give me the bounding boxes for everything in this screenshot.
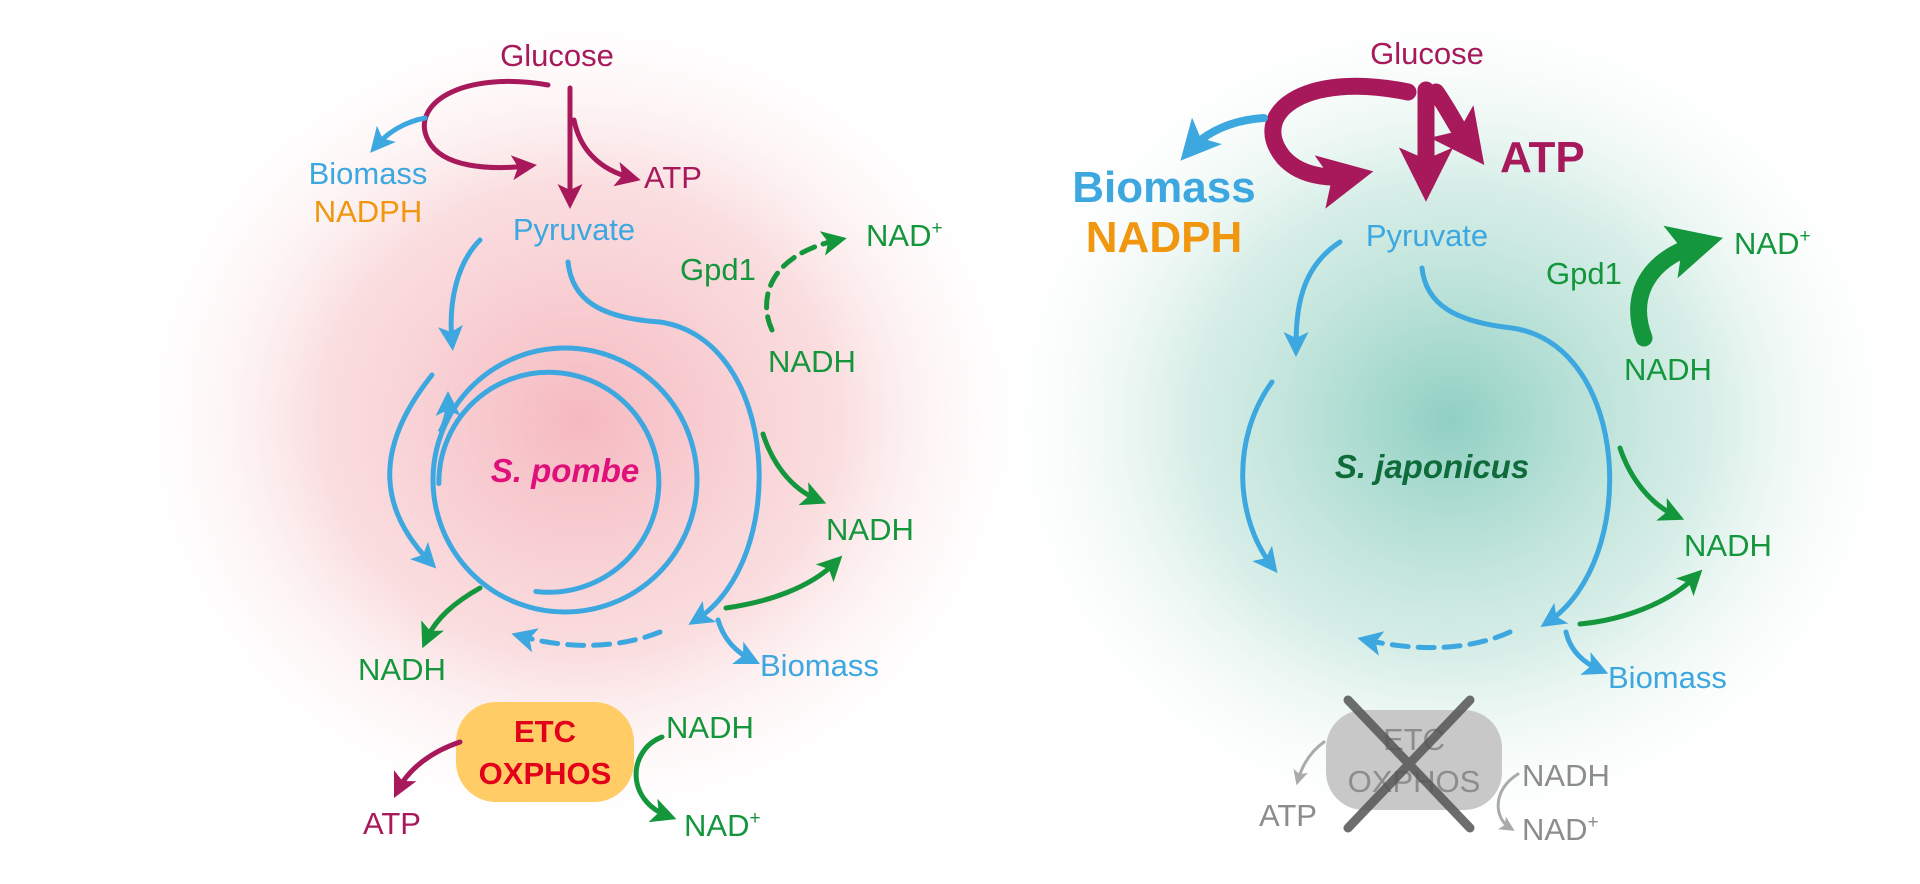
right-atp-top-label: ATP (1500, 133, 1585, 182)
left-nadph-label: NADPH (314, 194, 423, 229)
right-biomass-top-label: Biomass (1072, 163, 1255, 212)
left-etc-to-atp-arrow (393, 739, 463, 799)
right-glucose-to-atp-arrow (1427, 83, 1485, 166)
right-gpd1-label: Gpd1 (1546, 256, 1622, 291)
left-inner-circle-arrow (436, 369, 662, 595)
left-nadh-right-label: NADH (826, 512, 914, 547)
right-dashed-return-arrow (1357, 629, 1513, 656)
right-background-glow (980, 0, 1920, 850)
left-atp-top-label: ATP (644, 160, 702, 195)
left-nadh-gpd1-label: NADH (768, 344, 856, 379)
left-inner-cycle-arrowhead (435, 391, 461, 434)
left-nad-plus-etc-sup: + (749, 808, 760, 829)
right-gpd1-bold-arrow (1630, 225, 1723, 347)
left-pyruvate-label: Pyruvate (513, 212, 635, 247)
right-to-biomass-bottom-arrow (1563, 629, 1609, 675)
left-nad-plus-top-text: NAD (866, 218, 931, 253)
left-atp-etc-label: ATP (363, 806, 421, 841)
right-etc-nadh-to-nad-arrow (1496, 772, 1520, 831)
left-nad-plus-top-label: NAD+ (866, 218, 943, 253)
left-glucose-label: Glucose (500, 38, 614, 73)
right-outer-right-arc-arrow (1419, 265, 1613, 628)
left-nadh-left-label: NADH (358, 652, 446, 687)
left-cycle-to-nadh-lower-arrow (723, 555, 843, 611)
right-panel: Glucose ATP Biomass NADPH Pyruvate Gpd1 … (1072, 36, 1810, 847)
right-nadph-label: NADPH (1086, 213, 1242, 262)
left-biomass-bottom-label: Biomass (760, 648, 879, 683)
left-to-biomass-arrow (370, 115, 428, 153)
right-nad-plus-etc-text: NAD (1522, 812, 1587, 847)
left-organism-title: S. pombe (491, 452, 640, 489)
left-to-biomass-bottom-arrow (715, 617, 761, 665)
left-gpd1-dashed-arrow (764, 231, 847, 333)
right-nad-plus-top-label: NAD+ (1734, 226, 1811, 261)
right-cycle-to-nadh-lower-arrow (1577, 569, 1703, 627)
left-nadh-etc-label: NADH (666, 710, 754, 745)
right-to-biomass-arrow (1180, 114, 1268, 161)
right-nadh-gpd1-label: NADH (1624, 352, 1712, 387)
left-background-glow (110, 0, 1050, 850)
left-nad-plus-top-sup: + (931, 218, 942, 239)
right-atp-etc-label: ATP (1259, 798, 1317, 833)
right-etc-to-atp-arrow (1293, 740, 1326, 786)
left-dashed-return-arrow (511, 628, 663, 653)
left-glucose-loop-arrow (421, 78, 551, 181)
left-nad-plus-etc-text: NAD (684, 808, 749, 843)
right-cycle-to-nadh-right-arrow (1617, 445, 1685, 521)
right-glucose-label: Glucose (1370, 36, 1484, 71)
right-biomass-bottom-label: Biomass (1608, 660, 1727, 695)
left-etc-box (456, 702, 634, 802)
right-glucose-loop-arrow (1264, 77, 1417, 209)
left-inner-cycle (430, 345, 700, 615)
left-cycle-to-nadh-left-arrow (421, 585, 483, 649)
left-nad-plus-etc-label: NAD+ (684, 808, 761, 843)
right-nad-plus-top-text: NAD (1734, 226, 1799, 261)
right-nad-plus-etc-label: NAD+ (1522, 812, 1599, 847)
right-pyruvate-down-arrow (1283, 239, 1343, 357)
right-nad-plus-top-sup: + (1799, 226, 1810, 247)
right-outer-left-arc-arrow (1240, 379, 1278, 574)
left-cycle-to-nadh-right-arrow (760, 431, 827, 506)
left-glucose-to-atp-arrow (571, 117, 641, 187)
left-gpd1-label: Gpd1 (680, 252, 756, 287)
left-pyruvate-down-arrow (438, 237, 483, 351)
right-organism-title: S. japonicus (1335, 448, 1529, 485)
left-etc-line1: ETC (514, 714, 576, 749)
left-outer-right-arc-arrow (565, 259, 762, 625)
left-outer-left-arc-arrow (387, 372, 437, 569)
left-panel: Glucose ATP Biomass NADPH Pyruvate Gpd1 … (309, 38, 943, 843)
left-etc-nadh-to-nad-arrow (633, 734, 677, 823)
left-biomass-top-label: Biomass (309, 156, 428, 191)
right-pyruvate-label: Pyruvate (1366, 218, 1488, 253)
left-etc-line2: OXPHOS (479, 756, 612, 791)
right-nad-plus-etc-sup: + (1587, 812, 1598, 833)
right-nadh-etc-label: NADH (1522, 758, 1610, 793)
right-nadh-right-label: NADH (1684, 528, 1772, 563)
right-etc-cross-icon (1343, 695, 1475, 833)
